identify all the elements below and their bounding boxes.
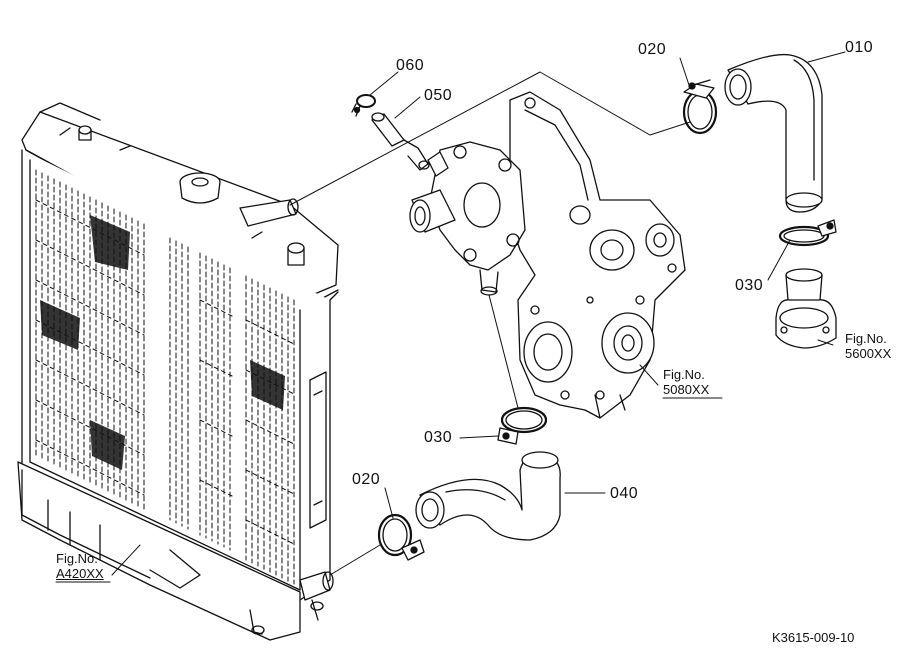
fig-ref-gear-case-number: 5080XX — [663, 381, 710, 397]
part-060-clip — [351, 94, 376, 117]
gear-case — [509, 91, 686, 419]
fig-ref-thermostat-number: 5600XX — [845, 345, 892, 361]
fig-ref-thermostat: Fig.No. 5600XX — [845, 331, 892, 362]
label-part-030-middle: 030 — [424, 429, 453, 446]
drawing-code: K3615-009-10 — [772, 630, 855, 645]
fig-ref-radiator-number: A420XX — [56, 565, 104, 581]
radiator — [17, 102, 339, 641]
thermostat-housing — [775, 268, 837, 349]
figure-ref-underlines — [55, 397, 723, 583]
label-part-060: 060 — [396, 57, 425, 74]
label-part-040: 040 — [610, 485, 639, 502]
part-010-upper-hose — [724, 53, 823, 213]
label-part-010: 010 — [845, 39, 874, 56]
part-020-lower-clamp — [377, 513, 425, 561]
fig-ref-gear-case: Fig.No. 5080XX — [663, 367, 710, 398]
water-pump — [409, 141, 526, 296]
part-020-upper-clamp — [682, 79, 718, 135]
leader-lines — [111, 51, 846, 576]
part-050-bypass-hose — [371, 112, 430, 171]
label-part-020-lower: 020 — [352, 471, 381, 488]
part-030-middle-clamp — [497, 406, 548, 445]
label-part-050: 050 — [424, 87, 453, 104]
fig-ref-radiator: Fig.No. A420XX — [56, 551, 104, 582]
label-part-020-upper: 020 — [638, 41, 667, 58]
part-030-right-clamp — [778, 219, 837, 247]
part-040-lower-hose — [415, 451, 561, 541]
label-part-030-right: 030 — [735, 277, 764, 294]
fig-ref-radiator-prefix: Fig.No. — [56, 551, 98, 566]
fig-ref-thermostat-prefix: Fig.No. — [845, 331, 887, 346]
fig-ref-gear-case-prefix: Fig.No. — [663, 367, 705, 382]
